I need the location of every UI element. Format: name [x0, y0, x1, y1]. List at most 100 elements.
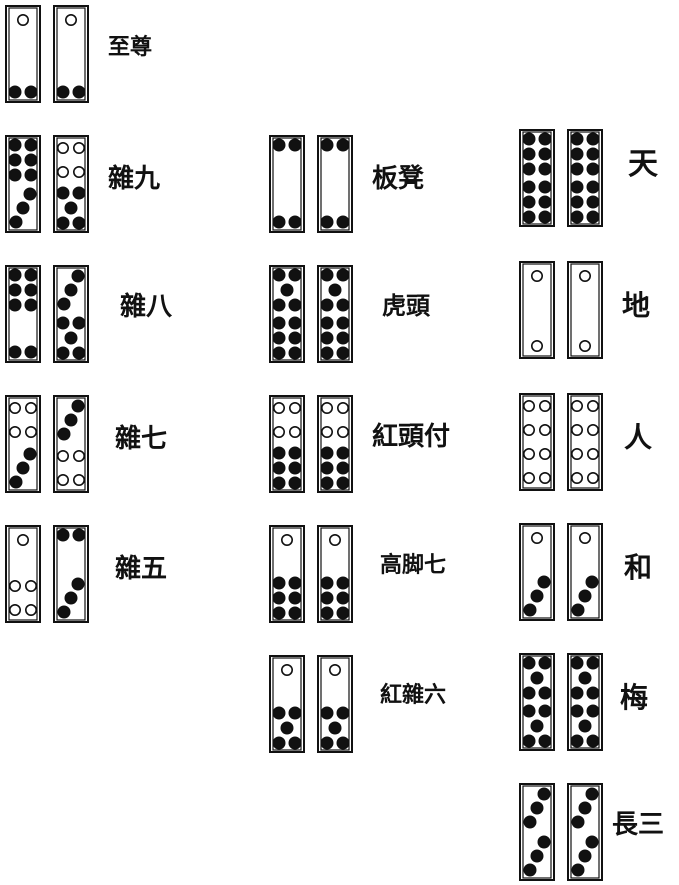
pip-3-0-bottom-2 — [9, 475, 23, 489]
pip-6-0-top-4 — [288, 298, 302, 312]
pair-label-4: 雜五 — [115, 554, 168, 584]
tile-frame-6-1 — [317, 265, 353, 363]
pip-6-1-bottom-3 — [336, 331, 350, 345]
pip-13-1-bottom-0 — [585, 575, 599, 589]
pip-8-1-bottom-0 — [320, 576, 334, 590]
tile-inner-frame-5-0 — [272, 137, 302, 231]
domino-tile-4-0 — [5, 525, 41, 623]
pip-3-0-top-3 — [24, 425, 37, 438]
pip-0-0-bottom-0 — [8, 85, 22, 99]
domino-tile-0-0 — [5, 5, 41, 103]
domino-pair-14 — [519, 653, 603, 751]
domino-tile-5-1 — [317, 135, 353, 233]
tile-inner-frame-12-1 — [570, 395, 600, 489]
pip-9-0-bottom-2 — [280, 721, 294, 735]
tile-frame-8-1 — [317, 525, 353, 623]
domino-tile-13-1 — [567, 523, 603, 621]
pip-15-0-top-2 — [523, 815, 537, 829]
tile-inner-frame-6-0 — [272, 267, 302, 361]
pip-10-0-top-3 — [538, 147, 552, 161]
pip-11-1-top-0 — [578, 269, 591, 282]
pip-15-1-bottom-2 — [571, 863, 585, 877]
domino-tile-3-1 — [53, 395, 89, 493]
pip-6-1-bottom-4 — [320, 346, 334, 360]
pip-5-1-top-1 — [336, 138, 350, 152]
tile-frame-6-0 — [269, 265, 305, 363]
pip-14-0-bottom-3 — [522, 734, 536, 748]
pip-5-1-bottom-0 — [320, 215, 334, 229]
pip-7-1-bottom-1 — [336, 446, 350, 460]
tile-inner-frame-4-1 — [56, 527, 86, 621]
pip-9-1-top-0 — [328, 663, 341, 676]
pip-10-0-top-2 — [522, 147, 536, 161]
pip-3-0-bottom-0 — [23, 447, 37, 461]
tile-inner-frame-11-0 — [522, 263, 552, 357]
tile-inner-frame-13-0 — [522, 525, 552, 619]
pip-4-1-bottom-0 — [71, 577, 85, 591]
pip-10-1-top-4 — [570, 162, 584, 176]
pip-9-1-bottom-1 — [336, 706, 350, 720]
pip-5-1-bottom-1 — [336, 215, 350, 229]
pip-2-1-bottom-4 — [72, 346, 86, 360]
pip-14-0-bottom-0 — [522, 704, 536, 718]
pip-1-1-top-2 — [56, 166, 69, 179]
pair-label-5: 板凳 — [372, 164, 425, 194]
pip-10-0-top-5 — [538, 162, 552, 176]
pip-12-1-top-3 — [586, 423, 599, 436]
pip-11-0-top-0 — [530, 269, 543, 282]
pip-12-1-bottom-1 — [586, 447, 599, 460]
pip-14-1-bottom-0 — [570, 704, 584, 718]
pip-6-0-bottom-5 — [288, 346, 302, 360]
pip-9-0-bottom-3 — [272, 736, 286, 750]
pip-2-0-top-1 — [24, 268, 38, 282]
pip-7-1-top-0 — [320, 401, 333, 414]
pip-10-1-bottom-1 — [586, 180, 600, 194]
pair-label-3: 雜七 — [115, 424, 168, 454]
pip-6-0-bottom-2 — [272, 331, 286, 345]
pip-10-0-bottom-1 — [538, 180, 552, 194]
pip-6-1-top-2 — [328, 283, 342, 297]
pip-7-1-top-3 — [336, 425, 349, 438]
pair-label-1: 雜九 — [108, 164, 161, 194]
pip-7-1-bottom-3 — [336, 461, 350, 475]
pip-1-0-top-3 — [24, 153, 38, 167]
pip-7-0-top-1 — [288, 401, 301, 414]
domino-pair-8 — [269, 525, 353, 623]
pip-8-1-top-0 — [328, 533, 341, 546]
pip-14-1-bottom-3 — [570, 734, 584, 748]
tile-inner-frame-2-0 — [8, 267, 38, 361]
pip-14-0-top-3 — [522, 686, 536, 700]
domino-pair-7 — [269, 395, 353, 493]
pip-12-1-bottom-3 — [586, 471, 599, 484]
tile-frame-4-1 — [53, 525, 89, 623]
pip-6-1-top-1 — [336, 268, 350, 282]
tile-frame-14-1 — [567, 653, 603, 751]
domino-pair-0 — [5, 5, 89, 103]
domino-pair-1 — [5, 135, 89, 233]
tile-frame-9-0 — [269, 655, 305, 753]
domino-pair-5 — [269, 135, 353, 233]
pip-10-1-top-2 — [570, 147, 584, 161]
pip-14-0-top-1 — [538, 656, 552, 670]
pip-15-1-top-1 — [578, 801, 592, 815]
pip-9-0-bottom-4 — [288, 736, 302, 750]
pair-label-0: 至尊 — [108, 34, 153, 60]
pip-10-0-bottom-2 — [522, 195, 536, 209]
pip-12-0-top-0 — [522, 399, 535, 412]
pip-14-0-bottom-1 — [538, 704, 552, 718]
domino-tile-12-1 — [567, 393, 603, 491]
pip-1-0-bottom-0 — [23, 187, 37, 201]
domino-tile-7-0 — [269, 395, 305, 493]
pip-12-0-bottom-0 — [522, 447, 535, 460]
pip-12-1-bottom-0 — [570, 447, 583, 460]
domino-tile-1-1 — [53, 135, 89, 233]
pip-0-0-bottom-1 — [24, 85, 38, 99]
tile-inner-frame-10-0 — [522, 131, 552, 225]
pip-0-1-bottom-0 — [56, 85, 70, 99]
pip-7-0-bottom-0 — [272, 446, 286, 460]
domino-tile-15-1 — [567, 783, 603, 881]
pip-4-0-bottom-0 — [9, 579, 21, 592]
pip-8-0-top-0 — [280, 533, 293, 546]
pip-14-1-bottom-4 — [586, 734, 600, 748]
tile-frame-15-1 — [567, 783, 603, 881]
